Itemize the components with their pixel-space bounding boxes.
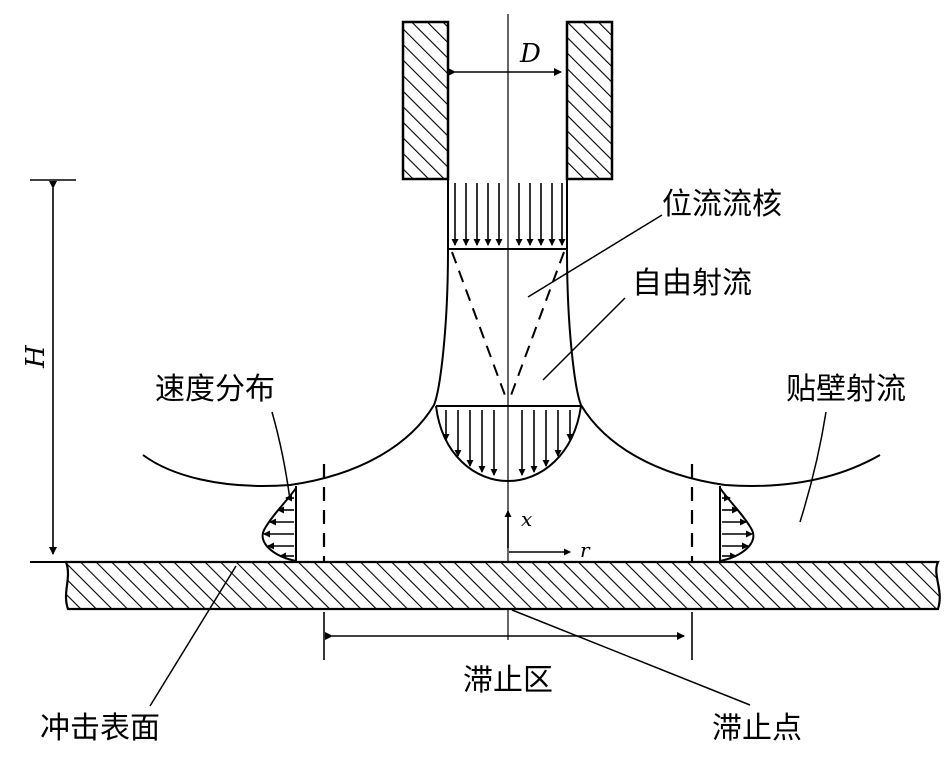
impingement-plate: [64, 560, 941, 611]
height-label: H: [21, 344, 51, 369]
r-axis-label: r: [580, 538, 591, 562]
label-velocity-profile: 速度分布: [155, 372, 275, 407]
leader-lines: [149, 214, 827, 707]
developed-velocity-profile: [435, 405, 582, 483]
label-stagnation-region: 滞止区: [463, 663, 553, 698]
wall-jet-profile-left: [261, 486, 297, 562]
exit-velocity-profile: [448, 183, 567, 250]
nozzle-wall-left: [401, 20, 450, 181]
label-free-jet: 自由射流: [632, 266, 752, 301]
potential-core-triangle: [451, 251, 565, 399]
nozzle-diameter-label: D: [519, 39, 541, 69]
wall-jet-profile-right: [719, 486, 755, 562]
jet-outline-right: [566, 179, 881, 487]
label-potential-core: 位流流核: [662, 187, 782, 222]
jet-outline-left: [142, 179, 449, 487]
label-stagnation-point: 滞止点: [712, 711, 802, 746]
label-impingement-surface: 冲击表面: [40, 711, 160, 746]
x-axis-label: x: [521, 507, 532, 531]
height-dimension: [30, 179, 76, 555]
label-wall-jet: 贴壁射流: [786, 372, 906, 407]
nozzle-wall-right: [565, 20, 614, 181]
stagnation-region-dimension: [323, 612, 693, 660]
